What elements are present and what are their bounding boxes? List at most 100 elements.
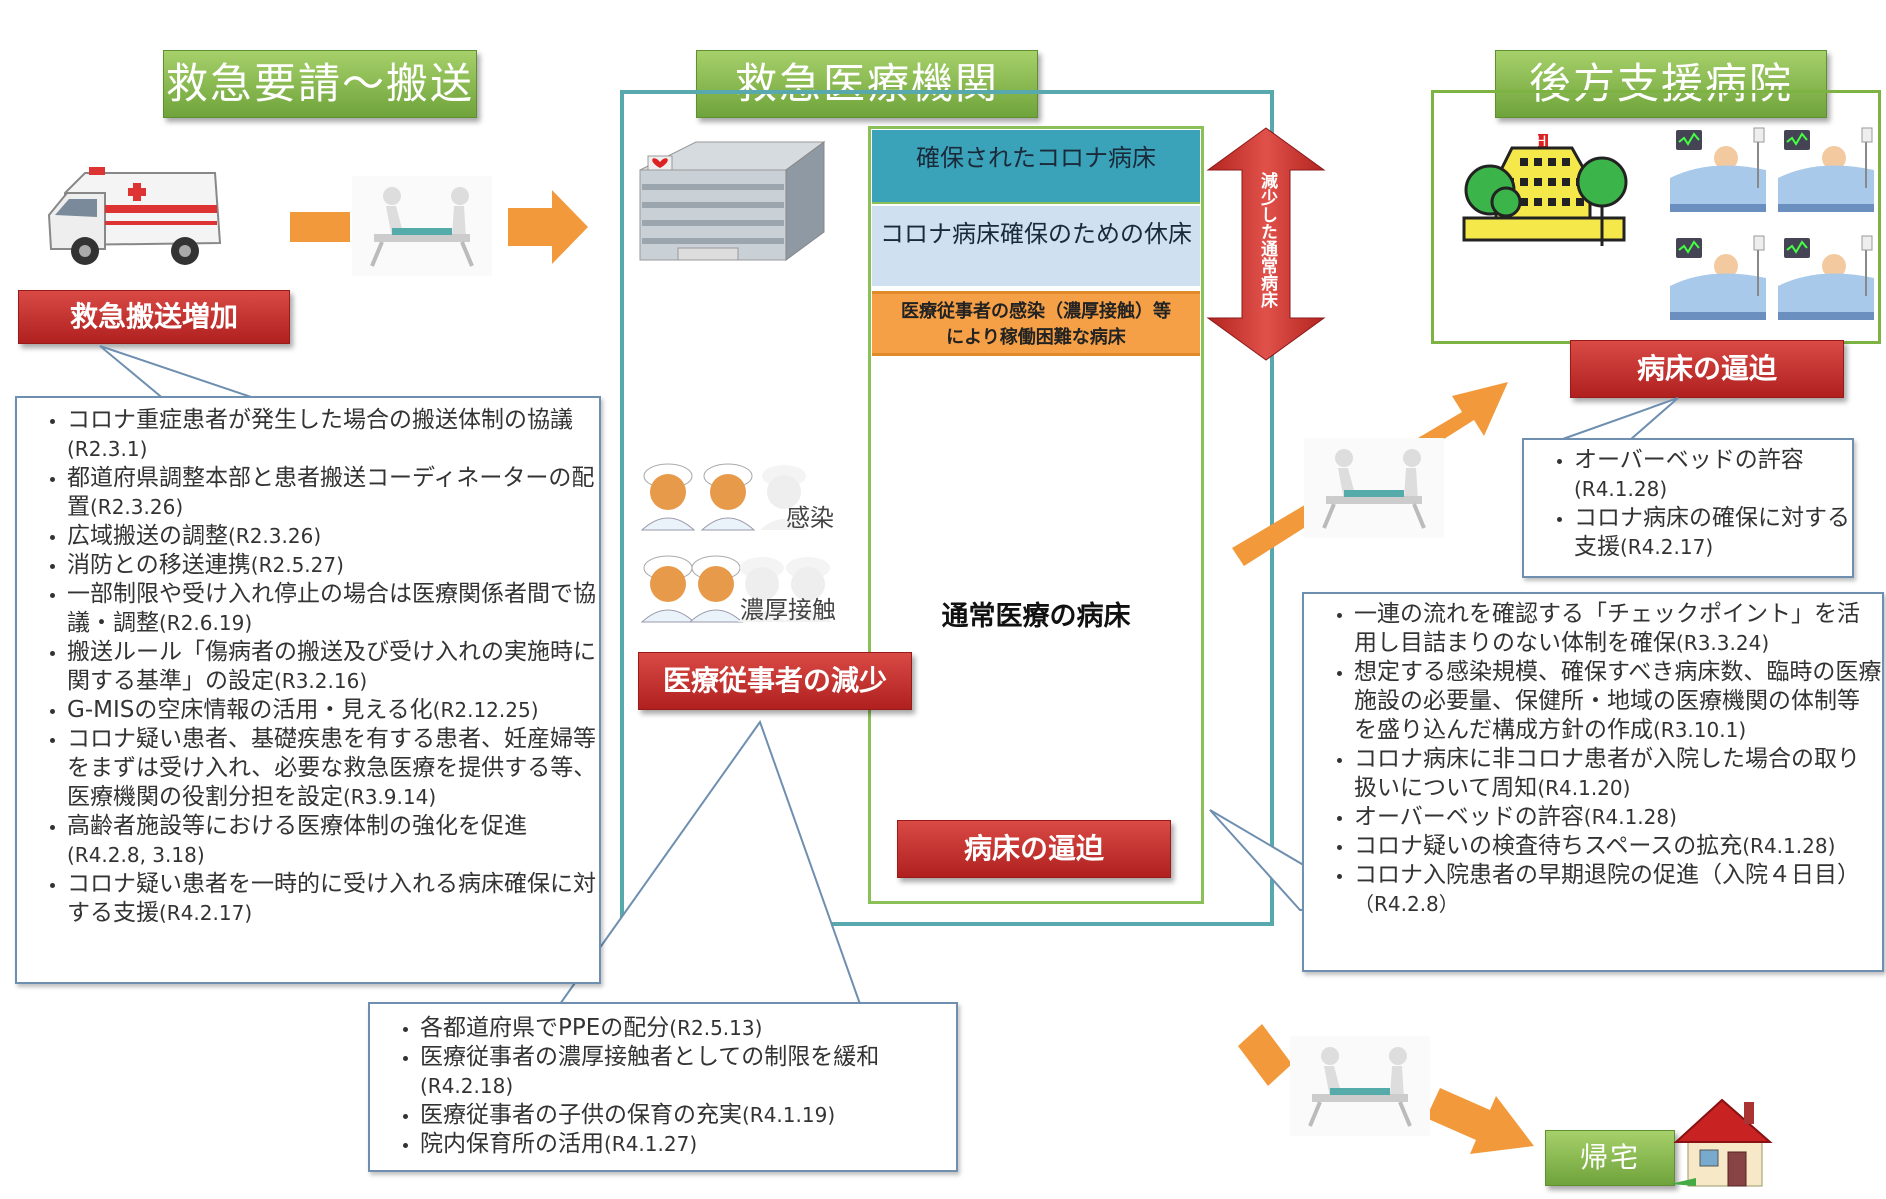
- callout-item-text: コロナ疑いの検査待ちスペースの拡充: [1354, 833, 1743, 859]
- callout-item-date: (R3.10.1): [1653, 718, 1747, 742]
- callout-item-transport: 一部制限や受け入れ停止の場合は医療関係者間で協議・調整(R2.6.19): [67, 580, 599, 638]
- ambulance-icon: [47, 167, 222, 265]
- callout-item-date: (R4.1.19): [742, 1103, 836, 1127]
- callout-list-hospital: 一連の流れを確認する「チェックポイント」を活用し目詰まりのない体制を確保(R3.…: [1304, 600, 1882, 919]
- callout-list-support: オーバーベッドの許容 (R4.1.28) コロナ病床の確保に対する支援(R4.2.1…: [1524, 446, 1852, 562]
- header-emergency-hospital: 救急医療機関: [696, 50, 1038, 118]
- callout-item-transport: 搬送ルール「傷病者の搬送及び受け入れの実施時に関する基準」の設定(R3.2.16…: [67, 638, 599, 696]
- stretcher-icon-1: [352, 176, 492, 276]
- callout-item-transport: コロナ疑い患者、基礎疾患を有する患者、妊産婦等をまずは受け入れ、必要な救急医療を…: [67, 725, 599, 812]
- callout-item-date: (R4.2.17): [159, 901, 253, 925]
- callout-item-text: コロナ疑い患者、基礎疾患を有する患者、妊産婦等をまずは受け入れ、必要な救急医療を…: [67, 726, 597, 810]
- staff-infected-label: 感染: [786, 504, 834, 532]
- callout-item-text: オーバーベッドの許容: [1574, 447, 1804, 473]
- callout-item-date: (R4.2.17): [1620, 535, 1714, 559]
- callout-item-text: 都道府県調整本部と患者搬送コーディネーターの配置: [67, 465, 595, 520]
- support-hospital-building-icon: H: [1462, 134, 1628, 246]
- callout-item-transport: G-MISの空床情報の活用・見える化(R2.12.25): [67, 696, 599, 725]
- callout-item-date: (R3.3.24): [1676, 631, 1770, 655]
- badge-staff-decrease: 医療従事者の減少: [638, 652, 912, 710]
- callout-item-text: 一連の流れを確認する「チェックポイント」を活用し目詰まりのない体制を確保: [1354, 601, 1860, 656]
- callout-item-date: (R4.1.27): [604, 1132, 698, 1156]
- callout-item-text: 院内保育所の活用: [420, 1131, 604, 1157]
- callout-item-transport: 都道府県調整本部と患者搬送コーディネーターの配置(R2.3.26): [67, 464, 599, 522]
- callout-item-date: (R4.1.28): [1742, 834, 1836, 858]
- closed-beds: コロナ病床確保のための休床: [872, 206, 1200, 286]
- callout-item-staff: 医療従事者の子供の保育の充実(R4.1.19): [420, 1101, 956, 1130]
- callout-item-hospital: 一連の流れを確認する「チェックポイント」を活用し目詰まりのない体制を確保(R3.…: [1354, 600, 1882, 658]
- infection-beds-line2: により稼働困難な病床: [946, 327, 1126, 348]
- callout-item-date: (R4.2.8, 3.18): [67, 843, 205, 867]
- callout-item-text: 想定する感染規模、確保すべき病床数、臨時の医療施設の必要量、保健所・地域の医療機…: [1354, 659, 1882, 743]
- badge-bed-pressure-center: 病床の逼迫: [897, 820, 1171, 878]
- callout-transport-measures: コロナ重症患者が発生した場合の搬送体制の協議(R2.3.1)都道府県調整本部と患…: [15, 396, 601, 984]
- staff-close-contact-label: 濃厚接触: [740, 596, 836, 624]
- callout-list-transport: コロナ重症患者が発生した場合の搬送体制の協議(R2.3.1)都道府県調整本部と患…: [17, 406, 599, 928]
- callout-item-transport: 広域搬送の調整(R2.3.26): [67, 522, 599, 551]
- callout-item-text: 一部制限や受け入れ停止の場合は医療関係者間で協議・調整: [67, 581, 596, 636]
- callout-item-date: (R4.2.18): [420, 1074, 514, 1098]
- callout-item-staff: 各都道府県でPPEの配分(R2.5.13): [420, 1014, 956, 1043]
- secured-corona-beds-label: 確保されたコロナ病床: [916, 144, 1156, 172]
- callout-list-staff: 各都道府県でPPEの配分(R2.5.13)医療従事者の濃厚接触者としての制限を緩…: [370, 1014, 956, 1159]
- callout-item-date: (R2.6.19): [159, 611, 253, 635]
- badge-home: 帰宅: [1545, 1130, 1675, 1186]
- callout-item-staff: 医療従事者の濃厚接触者としての制限を緩和 (R4.2.18): [420, 1043, 956, 1101]
- callout-item-support: オーバーベッドの許容 (R4.1.28): [1574, 446, 1852, 504]
- callout-item-hospital: コロナ病床に非コロナ患者が入院した場合の取り扱いについて周知(R4.1.20): [1354, 745, 1882, 803]
- house-icon: [1670, 1098, 1773, 1187]
- stretcher-icon-3: [1290, 1036, 1430, 1136]
- patient-bed-icons: [1669, 127, 1875, 321]
- callout-item-date: (R4.1.28): [1574, 477, 1668, 501]
- closed-beds-label: コロナ病床確保のための休床: [880, 220, 1192, 248]
- arrow-to-emergency: [508, 190, 588, 264]
- callout-item-hospital: オーバーベッドの許容(R4.1.28): [1354, 803, 1882, 832]
- callout-item-text: コロナ疑い患者を一時的に受け入れる病床確保に対する支援: [67, 871, 596, 926]
- emergency-hospital-frame: [620, 90, 1274, 926]
- normal-beds-label: 通常医療の病床: [941, 601, 1131, 632]
- callout-item-text: 各都道府県でPPEの配分: [420, 1015, 670, 1041]
- callout-item-date: (R4.1.28): [1583, 805, 1677, 829]
- callout-item-transport: コロナ重症患者が発生した場合の搬送体制の協議(R2.3.1): [67, 406, 599, 464]
- callout-item-text: 消防との移送連携: [67, 552, 251, 578]
- stretcher-icon-2: [1304, 438, 1444, 538]
- callout-item-text: 搬送ルール「傷病者の搬送及び受け入れの実施時に関する基準」の設定: [67, 639, 596, 694]
- staff-icons: [640, 463, 832, 623]
- callout-item-staff: 院内保育所の活用(R4.1.27): [420, 1130, 956, 1159]
- callout-item-date: (R3.9.14): [343, 785, 437, 809]
- callout-item-hospital: コロナ入院患者の早期退院の促進（入院４日目）（R4.2.8）: [1354, 861, 1882, 919]
- callout-item-date: (R2.3.26): [90, 495, 184, 519]
- callout-item-date: (R3.2.16): [274, 669, 368, 693]
- header-transport: 救急要請〜搬送: [163, 50, 477, 118]
- infection-affected-beds: 医療従事者の感染（濃厚接触）等 により稼働困難な病床: [872, 291, 1200, 356]
- callout-item-date: (R2.5.27): [250, 553, 344, 577]
- infection-beds-line1: 医療従事者の感染（濃厚接触）等: [901, 301, 1171, 322]
- callout-item-date: (R4.1.20): [1537, 776, 1631, 800]
- callout-item-hospital: コロナ疑いの検査待ちスペースの拡充(R4.1.28): [1354, 832, 1882, 861]
- arrow-to-home-top: [1238, 1024, 1292, 1086]
- callout-item-text: コロナ病床の確保に対する支援: [1574, 505, 1850, 560]
- svg-text:H: H: [1536, 134, 1547, 150]
- callout-item-text: コロナ重症患者が発生した場合の搬送体制の協議: [67, 407, 573, 433]
- arrow-to-home: [1426, 1088, 1534, 1154]
- callout-staff-measures: 各都道府県でPPEの配分(R2.5.13)医療従事者の濃厚接触者としての制限を緩…: [368, 1002, 958, 1172]
- callout-support-measures: オーバーベッドの許容 (R4.1.28) コロナ病床の確保に対する支援(R4.2.1…: [1522, 438, 1854, 578]
- callout-item-text: オーバーベッドの許容: [1354, 804, 1584, 830]
- callout-item-transport: 高齢者施設等における医療体制の強化を促進 (R4.2.8, 3.18): [67, 812, 599, 870]
- badge-transport-increase: 救急搬送増加: [18, 290, 290, 344]
- arrow-ambulance-dash: [290, 212, 350, 242]
- callout-item-hospital: 想定する感染規模、確保すべき病床数、臨時の医療施設の必要量、保健所・地域の医療機…: [1354, 658, 1882, 745]
- reduced-beds-double-arrow: [1206, 127, 1326, 361]
- header-support-hospital: 後方支援病院: [1495, 50, 1827, 118]
- badge-bed-pressure-support: 病床の逼迫: [1570, 340, 1844, 398]
- callout-item-date: （R4.2.8）: [1354, 892, 1459, 916]
- callout-item-text: 医療従事者の濃厚接触者としての制限を緩和: [420, 1044, 880, 1070]
- callout-item-transport: 消防との移送連携(R2.5.27): [67, 551, 599, 580]
- callout-item-date: (R2.3.26): [228, 524, 322, 548]
- callout-item-text: 高齢者施設等における医療体制の強化を促進: [67, 813, 527, 839]
- secured-corona-beds: 確保されたコロナ病床: [872, 130, 1200, 204]
- hospital-building-icon: [639, 141, 826, 261]
- callout-item-text: G-MISの空床情報の活用・見える化: [67, 697, 433, 723]
- callout-item-text: 広域搬送の調整: [67, 523, 228, 549]
- callout-item-text: コロナ病床に非コロナ患者が入院した場合の取り扱いについて周知: [1354, 746, 1860, 801]
